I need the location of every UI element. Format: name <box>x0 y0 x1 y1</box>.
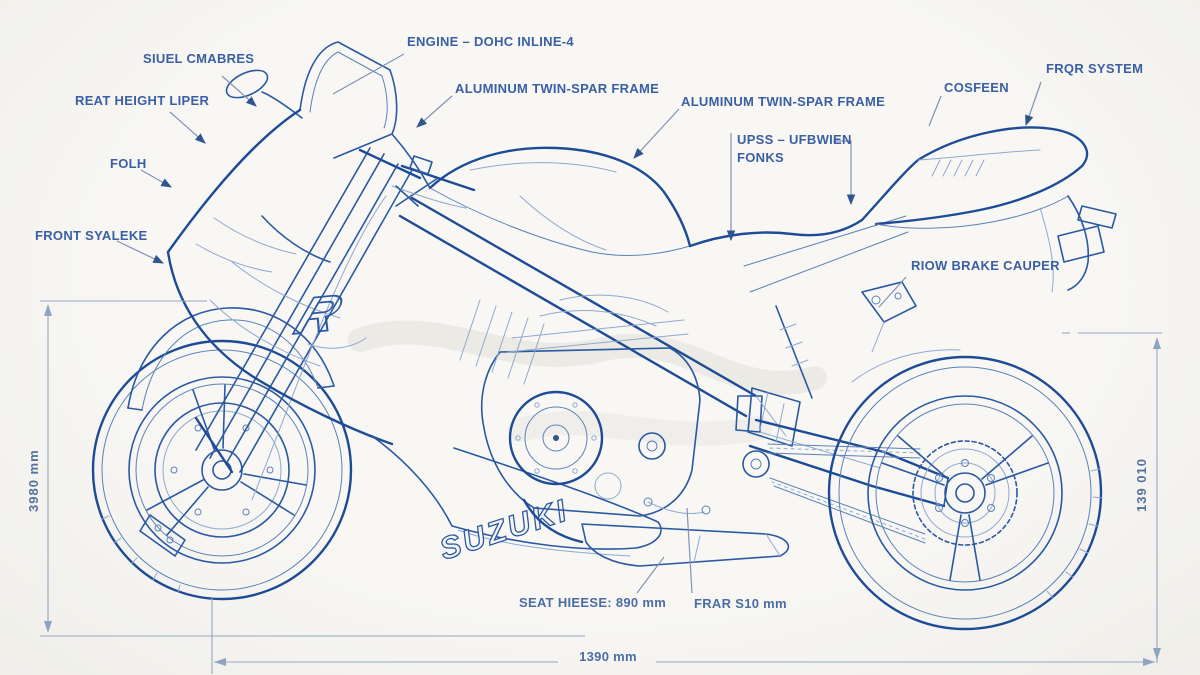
mirror-arm <box>261 91 303 119</box>
cockpit <box>225 69 476 209</box>
watermark <box>348 320 827 446</box>
tail-unit <box>860 126 1089 226</box>
dimension-right-label: 139 010 <box>1134 458 1149 512</box>
frame <box>395 185 909 433</box>
seat-tail <box>688 126 1117 293</box>
dimension-left-label: 3980 mm <box>26 449 41 512</box>
callout-forks-line1: UPSS – UFBWIEN <box>737 132 852 147</box>
mirror <box>225 69 269 99</box>
engine <box>459 294 701 517</box>
footpeg-bracket <box>747 387 801 447</box>
dimension-seat-height: SEAT HIEESE: 890 mm <box>519 595 667 610</box>
rear-wheel <box>827 355 1103 631</box>
front-tire-tread <box>101 515 181 593</box>
callout-engine: ENGINE – DOHC INLINE-4 <box>407 34 574 49</box>
rear-sprocket <box>912 440 1018 546</box>
belly-pan <box>371 435 662 550</box>
front-sprocket <box>742 450 770 478</box>
callout-forks: UPSS – UFBWIEN FONKS <box>737 131 852 166</box>
radiator-fins <box>459 299 545 385</box>
windscreen <box>299 41 398 159</box>
callout-side-cables: SIUEL CMABRES <box>143 51 255 66</box>
rear-shock <box>775 305 813 399</box>
front-wheel <box>91 339 353 601</box>
rear-tire-tread <box>1046 468 1103 599</box>
fuel-tank <box>428 146 692 256</box>
dimension-wheelbase: 1390 mm <box>579 649 637 664</box>
front-forks <box>194 147 422 501</box>
brake-hose <box>251 195 387 501</box>
dimension-rear-tire: FRAR S10 mm <box>694 596 787 611</box>
seat-strap-hatch <box>931 159 985 177</box>
clutch-cover <box>508 390 604 486</box>
motorcycle: R SUZUKI <box>91 41 1117 631</box>
callout-cushion: COSFEEN <box>944 80 1009 95</box>
exhaust <box>522 497 790 567</box>
chain-drive <box>742 443 926 544</box>
rear-brake-bracket <box>861 281 917 353</box>
dimension-lines: 3980 mm 139 010 <box>26 300 1162 674</box>
rear-wheel-spokes <box>881 435 1049 581</box>
leader-lines <box>116 53 1042 594</box>
callout-foil: FOLH <box>110 156 147 171</box>
muffler <box>581 523 790 567</box>
rear-fender <box>1067 195 1090 291</box>
front-brake-disc <box>154 402 290 538</box>
callout-front-brake: FRONT SYALEKE <box>35 228 148 243</box>
callout-frame-1: ALUMINUM TWIN-SPAR FRAME <box>455 81 660 96</box>
turn-signal <box>1077 205 1117 229</box>
fairing-vent <box>261 215 331 263</box>
callout-rear-brake-caliper: RIOW BRAKE CAUPER <box>911 258 1060 273</box>
fairing-logo-r: R <box>288 283 350 345</box>
callout-frame-2: ALUMINUM TWIN-SPAR FRAME <box>681 94 886 109</box>
seat <box>688 218 864 248</box>
oil-filter <box>594 472 622 500</box>
front-fender <box>127 307 335 411</box>
callout-rear-system: FRQR SYSTEM <box>1046 61 1144 76</box>
front-brake-caliper <box>139 514 186 557</box>
license-plate <box>1057 225 1105 263</box>
callout-forks-line2: FONKS <box>737 149 784 165</box>
callout-seat-height-lever: REAT HEIGHT LIPER <box>75 93 210 108</box>
